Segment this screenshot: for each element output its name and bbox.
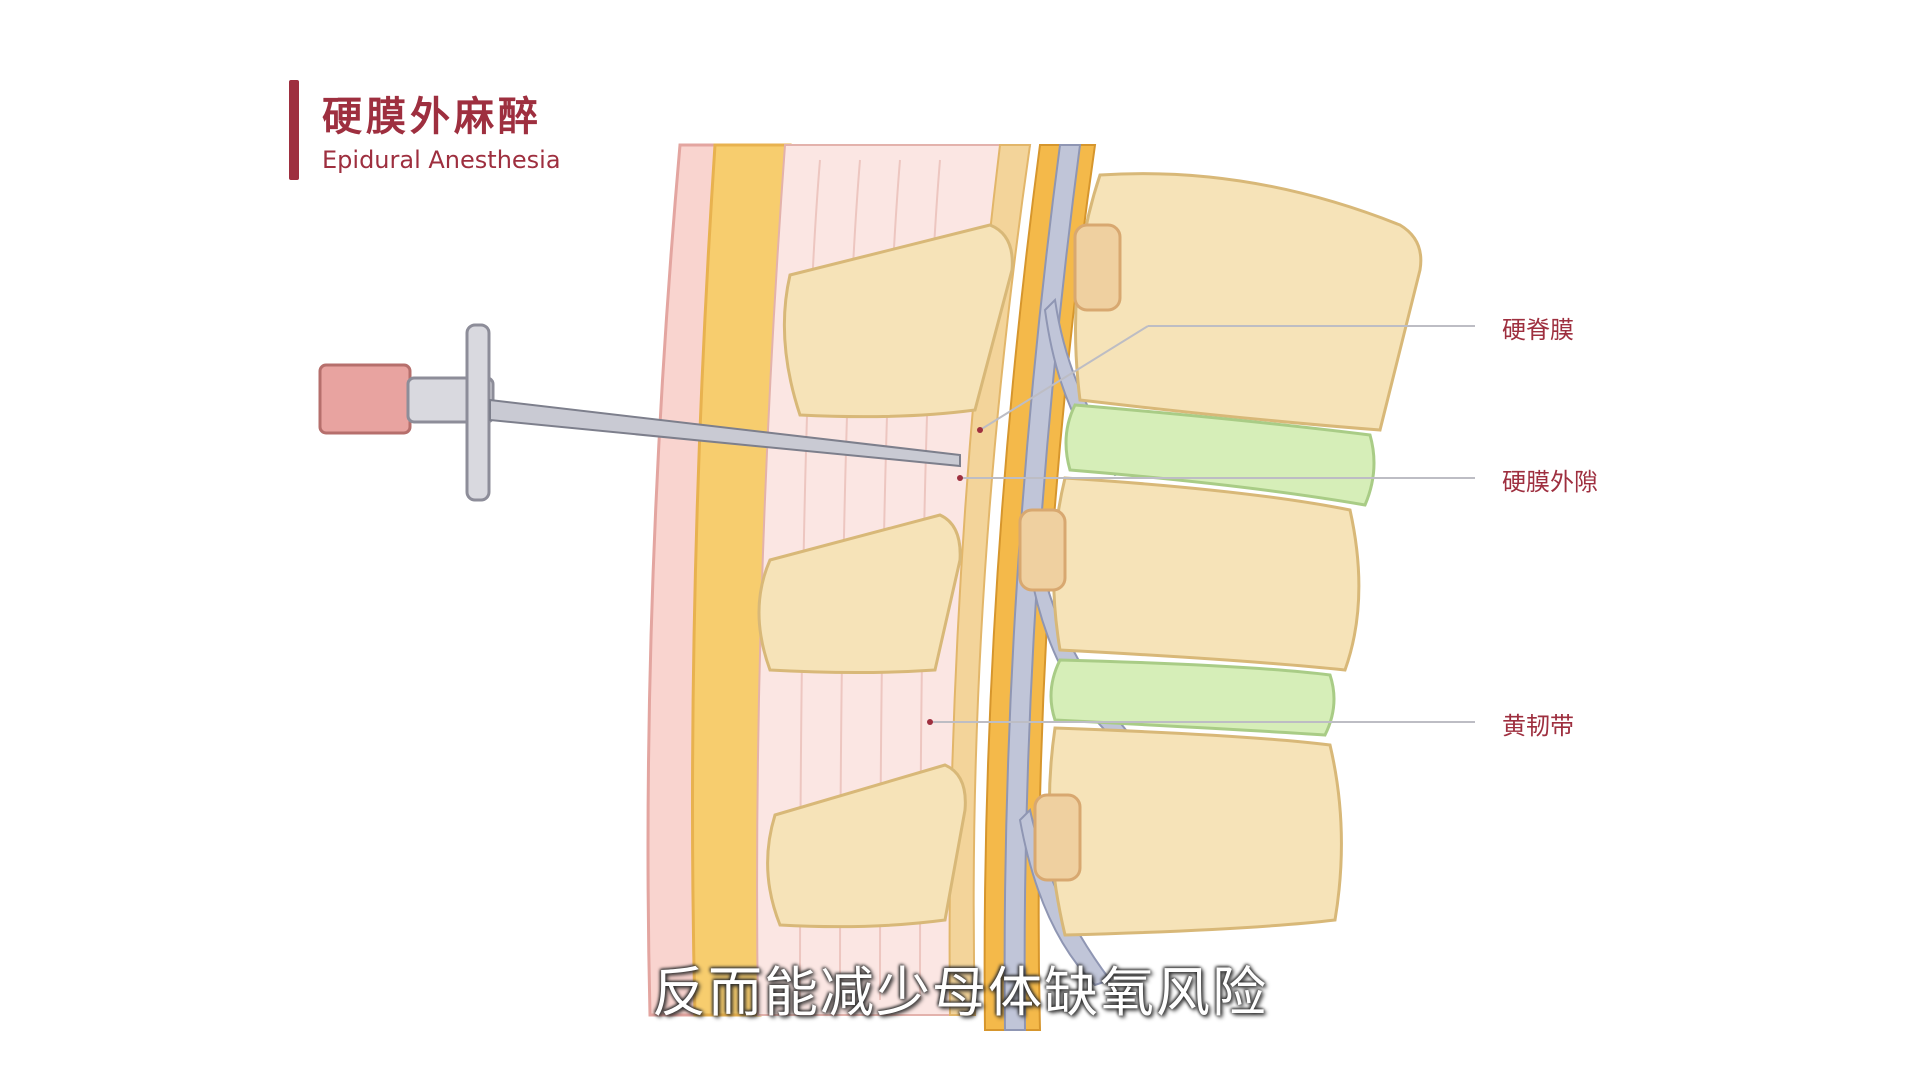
spinous-process-3: [766, 763, 967, 929]
needle-hub: [318, 363, 412, 435]
title-english: Epidural Anesthesia: [322, 146, 561, 174]
leader-lines: [930, 325, 1475, 723]
label-dura: 硬脊膜: [1502, 316, 1574, 344]
label-ligamentum-flavum: 黄韧带: [1502, 712, 1574, 740]
intervertebral-disc-1: [1064, 403, 1376, 507]
dura-pointer-dot: [977, 427, 983, 433]
needle-shaft: [489, 398, 961, 468]
spinous-process-1: [782, 223, 1014, 419]
title-chinese: 硬膜外麻醉: [322, 94, 542, 140]
label-epidural-space: 硬膜外隙: [1502, 468, 1598, 496]
needle-wings: [465, 323, 491, 502]
vertebral-body-2: [1052, 476, 1361, 672]
vertebral-body-1: [1074, 172, 1423, 432]
intervertebral-disc-2: [1049, 658, 1336, 737]
pedicles: [1018, 223, 1122, 882]
ligamentum-band: [948, 144, 1032, 1016]
ligament-pointer-dot: [927, 719, 933, 725]
epidural-pointer-dot: [957, 475, 963, 481]
dura-inner: [1003, 144, 1082, 1031]
vertebral-body-3: [1047, 726, 1343, 937]
video-subtitle: 反而能减少母体缺氧风险: [652, 961, 1268, 1024]
spinous-process-2: [757, 513, 962, 674]
epidural-needle: [318, 323, 961, 502]
title-accent-bar: [289, 80, 299, 180]
